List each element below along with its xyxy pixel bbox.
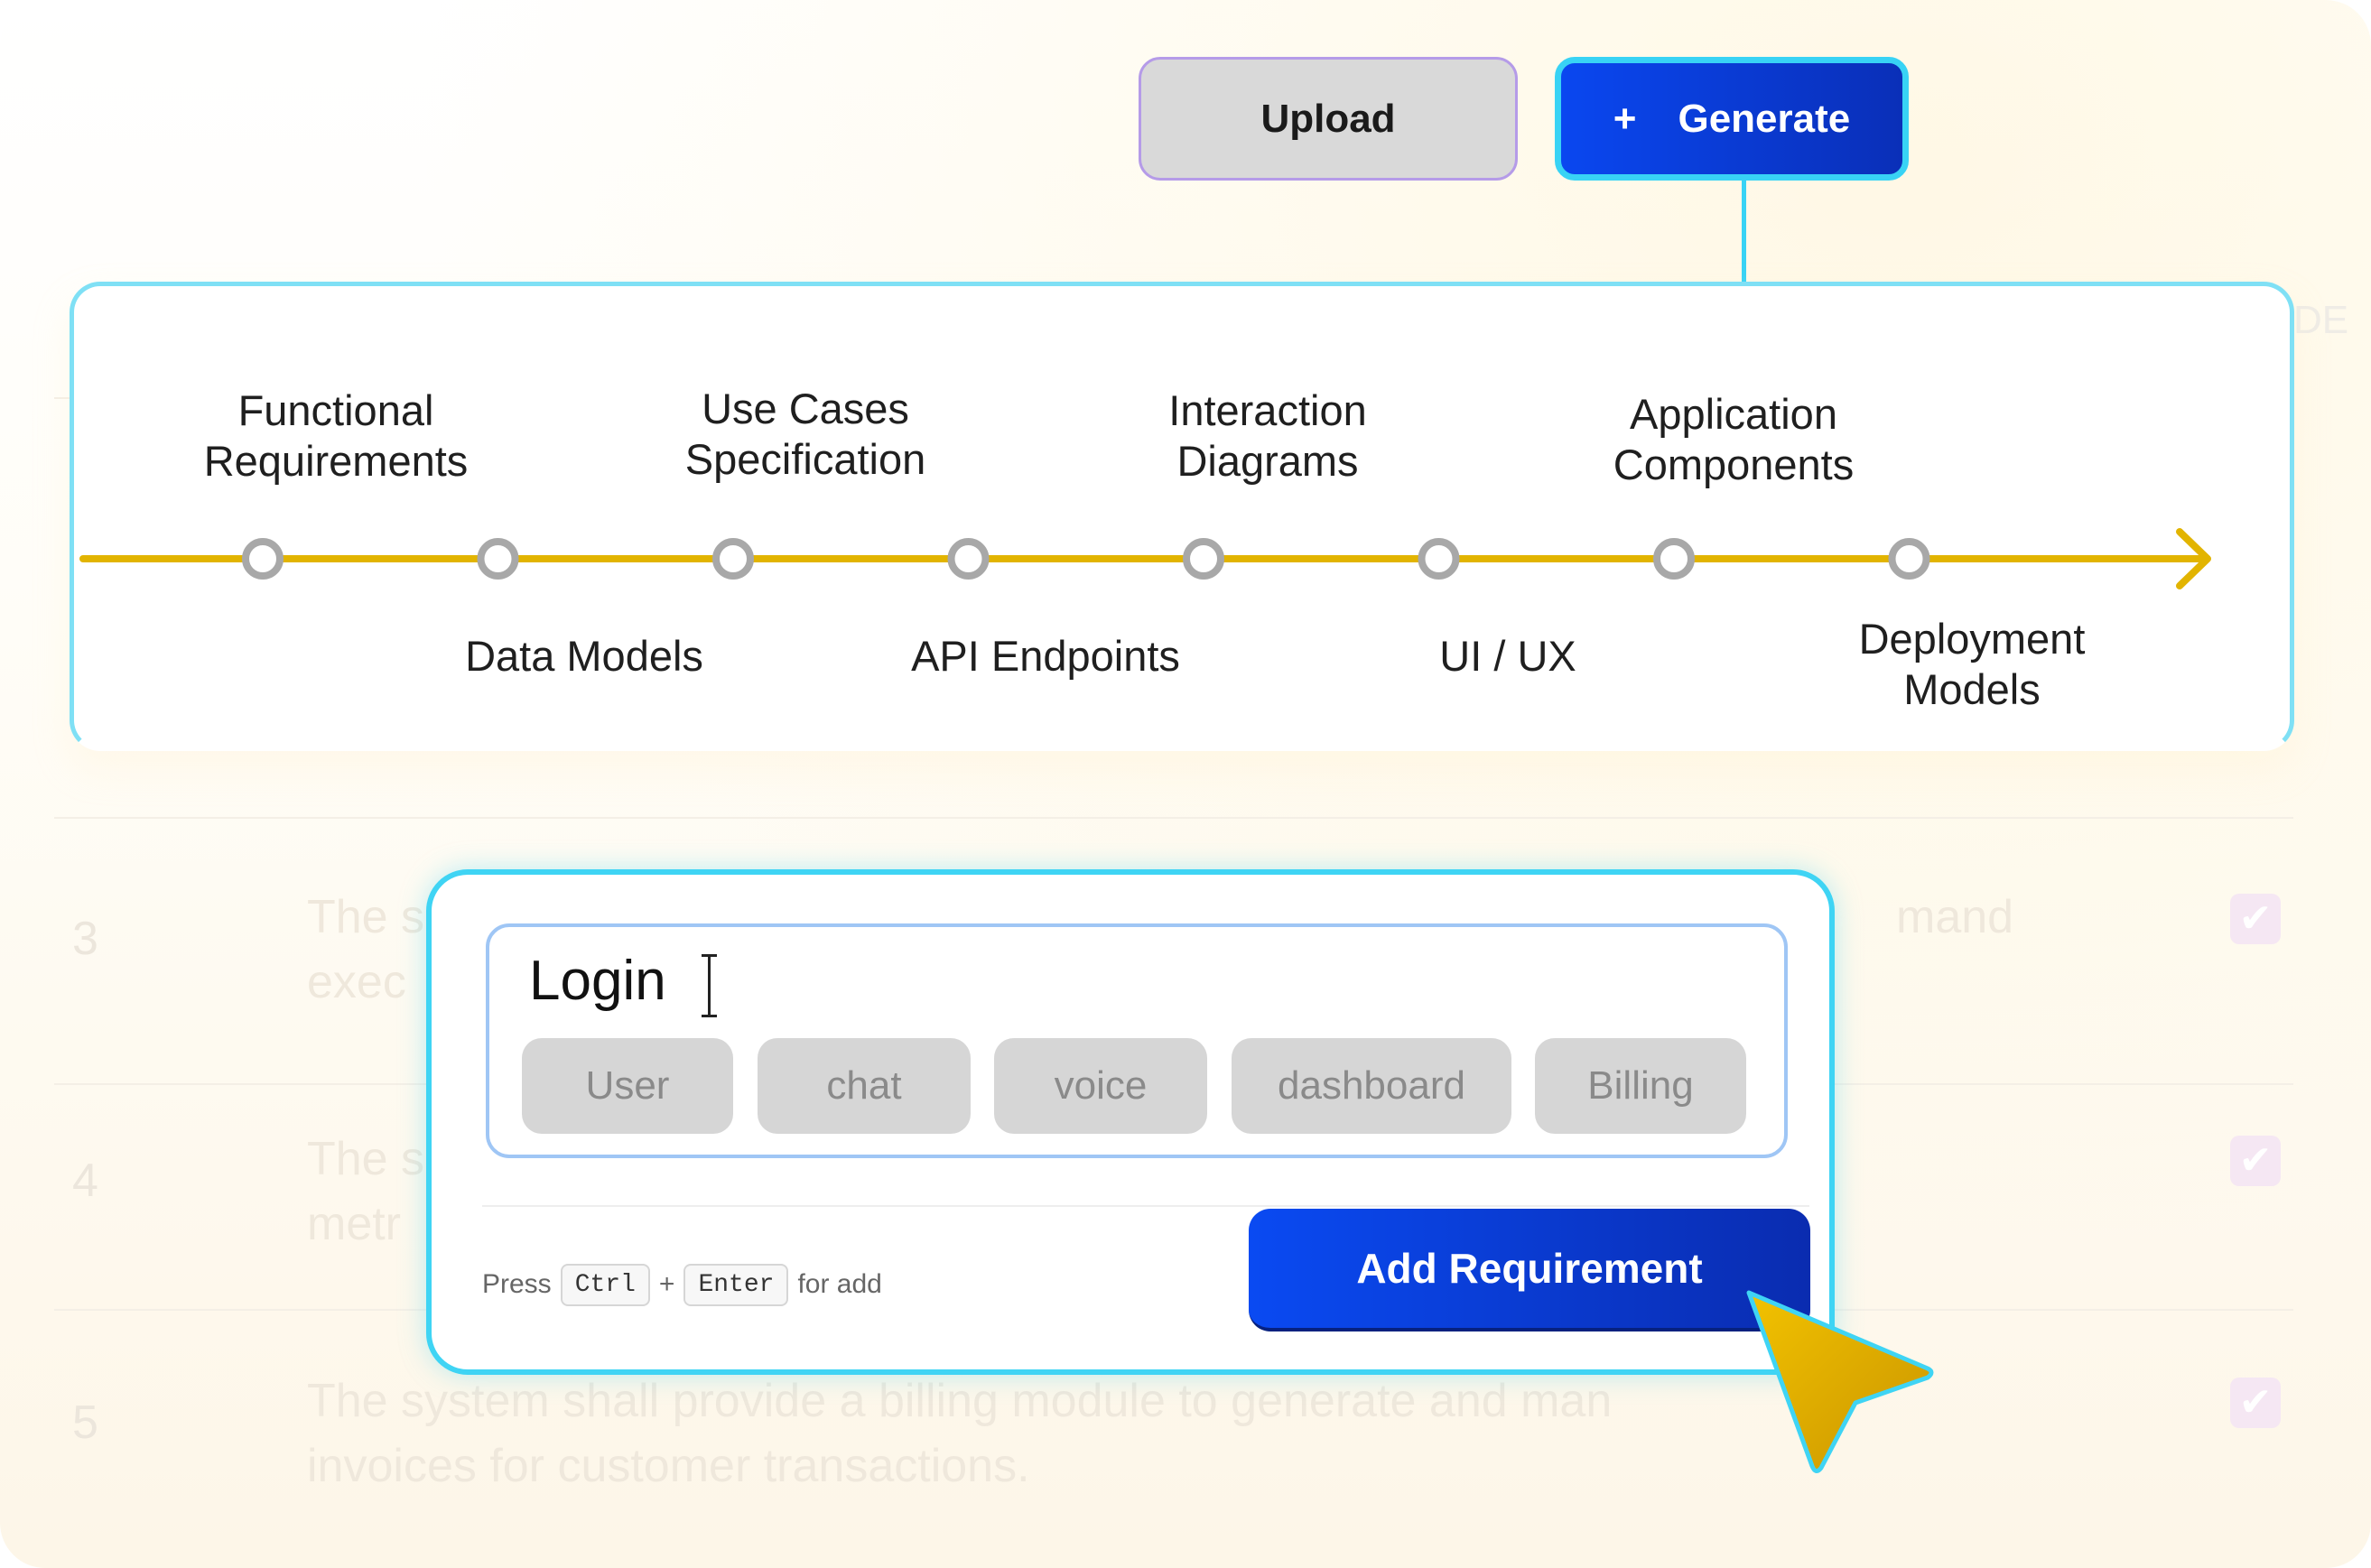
row-number: 4 [72,1155,98,1207]
row-text-line2: exec [307,956,406,1008]
chip-label: User [585,1063,670,1108]
row-number: 3 [72,913,98,965]
row-text-start: The s [307,891,425,943]
checkbox-checked[interactable]: ✔ [2230,1136,2281,1186]
timeline-node [1888,538,1930,580]
row-text: The system shall provide a billing modul… [307,1369,2022,1498]
stage-label-ui-ux: UI / UX [1318,631,1697,682]
chip-label: voice [1054,1063,1148,1108]
stage-label-line: Deployment [1858,615,2086,663]
stage-label-api-endpoints: API Endpoints [856,631,1235,682]
stage-label-application-components: Application Components [1544,389,1923,490]
enter-key: Enter [683,1263,789,1306]
suggestion-chip-voice[interactable]: voice [994,1038,1207,1134]
add-requirement-button[interactable]: Add Requirement [1249,1209,1810,1331]
stage-label-line: Interaction [1168,386,1367,434]
stage-label-interaction-diagrams: Interaction Diagrams [1078,385,1457,487]
requirement-input-value[interactable]: Login [529,950,666,1012]
timeline-node [947,538,990,580]
stage-label-functional-requirements: Functional Requirements [146,385,525,487]
stage-label-line: Functional [237,386,434,434]
stage-label-line: UI / UX [1439,632,1576,680]
requirement-input[interactable]: Login User chat voice dashboard Billing [486,923,1788,1158]
hint-text: Press [482,1269,552,1299]
hint-plus: + [658,1269,675,1299]
generate-button[interactable]: + Generate [1555,57,1909,181]
upload-button-label: Upload [1260,96,1396,141]
card-divider [482,1205,1809,1207]
row-text-line1: The s [307,1133,425,1185]
timeline-node [1183,538,1224,580]
pointer-cursor-icon [1746,1290,1934,1473]
stage-label-line: Specification [684,435,926,483]
ghost-header-text: DE [2293,298,2349,342]
checkbox-checked[interactable]: ✔ [2230,894,2281,944]
upload-button[interactable]: Upload [1139,57,1518,181]
suggestion-chip-billing[interactable]: Billing [1535,1038,1746,1134]
suggestion-chip-chat[interactable]: chat [758,1038,971,1134]
timeline-node [1418,538,1460,580]
background-row: 3 The s mand exec ✔ [54,891,2311,1146]
timeline-node [242,538,284,580]
suggestion-chip-dashboard[interactable]: dashboard [1232,1038,1511,1134]
stage-label-line: Data Models [465,632,703,680]
background-row: 4 The s metr ✔ [54,1133,2311,1388]
stage-label-data-models: Data Models [395,631,774,682]
chip-label: Billing [1587,1063,1694,1108]
stage-label-line: Use Cases [702,385,909,432]
generation-timeline-panel: Functional Requirements Use Cases Specif… [70,282,2294,751]
row-text-line1: The s mand [307,885,2022,950]
background-divider [54,817,2293,819]
row-text: The s metr [307,1127,2022,1257]
row-text-line2: metr [307,1198,401,1250]
add-requirement-label: Add Requirement [1356,1245,1703,1292]
text-cursor-icon [702,954,717,1017]
stage-label-line: Requirements [203,437,469,485]
keyboard-shortcut-hint: Press Ctrl + Enter for add [482,1261,882,1308]
ctrl-key: Ctrl [560,1263,650,1306]
suggestion-chip-user[interactable]: User [522,1038,733,1134]
stage-label-line: API Endpoints [911,632,1180,680]
row-text: The s mand exec [307,885,2022,1015]
row-text-tail: mand [1896,891,2014,943]
add-requirement-card: Login User chat voice dashboard Billing … [426,869,1835,1375]
stage-label-line: Application [1630,390,1837,438]
plus-icon: + [1613,96,1637,141]
generate-button-label: Generate [1678,96,1851,141]
timeline-arrow-icon [2176,528,2211,589]
hint-text: for add [797,1269,882,1299]
stage-label-line: Models [1903,665,2041,713]
chip-label: dashboard [1278,1063,1465,1108]
row-number: 5 [72,1396,98,1449]
timeline-node [1653,538,1695,580]
checkbox-checked[interactable]: ✔ [2230,1378,2281,1428]
chip-label: chat [826,1063,902,1108]
timeline-node [712,538,754,580]
stage-label-deployment-models: Deployment Models [1782,614,2162,715]
generate-connector-line [1742,179,1746,284]
background-row: 5 The system shall provide a billing mod… [54,1375,2311,1568]
timeline-graphic [79,528,2211,589]
row-text-line2: invoices for customer transactions. [307,1440,1030,1492]
stage-label-line: Components [1613,441,1855,488]
row-text-line1: The system shall provide a billing modul… [307,1375,1613,1427]
stage-label-use-cases: Use Cases Specification [616,384,995,485]
stage-label-line: Diagrams [1176,437,1359,485]
timeline-node [477,538,519,580]
